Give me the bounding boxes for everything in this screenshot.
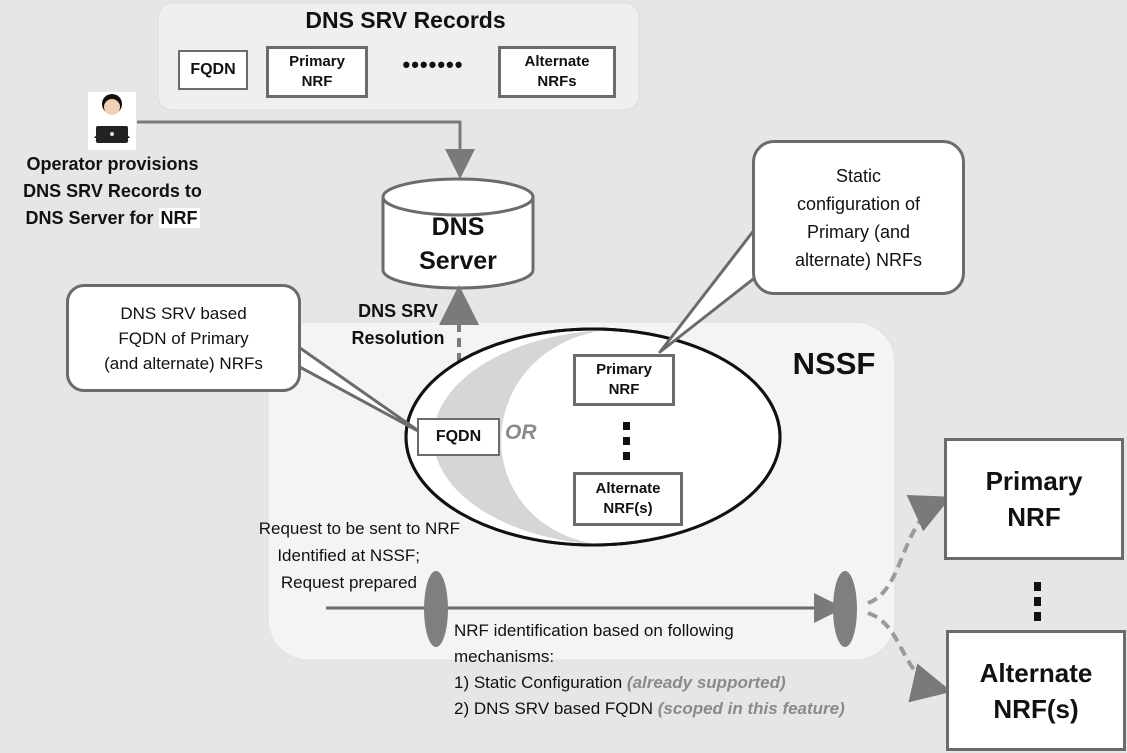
dns-server-line2: Server (419, 247, 497, 275)
dns-server-label: DNS Server (383, 210, 533, 278)
nssf-primary-nrf-box: Primary NRF (573, 354, 675, 406)
to-alternate-nrf-arrow (867, 611, 952, 703)
callout-left-line3: (and alternate) NRFs (104, 353, 263, 373)
nssf-vertical-ellipsis (623, 422, 630, 460)
dns-server-line1: DNS (431, 213, 485, 241)
nssf-alternate-line1: Alternate (595, 480, 661, 497)
record-alternate-nrfs-box: Alternate NRFs (498, 46, 616, 98)
nssf-label: NSSF (792, 346, 876, 381)
to-primary-nrf-arrow (867, 495, 952, 605)
mechanisms-item1-text: 1) Static Configuration (454, 673, 627, 692)
mechanisms-item1: 1) Static Configuration (already support… (454, 670, 934, 696)
target-primary-nrf-box: Primary NRF (944, 438, 1124, 560)
mechanisms-line2: mechanisms: (454, 647, 555, 666)
callout-right-line1: Static (835, 165, 882, 186)
callout-right-line4: alternate) NRFs (794, 249, 923, 270)
operator-icon (88, 92, 136, 150)
resolution-line1: DNS SRV (358, 301, 438, 321)
nssf-fqdn-label: FQDN (435, 428, 482, 445)
target-alternate-nrf-box: Alternate NRF(s) (946, 630, 1126, 751)
record-alternate-line1: Alternate (524, 53, 590, 70)
request-end-node (833, 571, 857, 647)
operator-line3-nrf: NRF (158, 208, 200, 228)
mechanisms-item2: 2) DNS SRV based FQDN (scoped in this fe… (454, 696, 934, 722)
request-line2: Identified at NSSF; (277, 546, 420, 565)
callout-left-line1: DNS SRV based (120, 303, 247, 323)
nrf-config-ellipse (404, 327, 782, 547)
dns-server-cylinder (381, 177, 535, 290)
target-alternate-line2: NRF(s) (993, 693, 1079, 724)
mechanisms-item2-note: (scoped in this feature) (657, 699, 845, 718)
record-primary-nrf-box: Primary NRF (266, 46, 368, 98)
target-primary-line2: NRF (1007, 502, 1061, 532)
operator-line3-prefix: DNS Server for (25, 208, 159, 228)
nssf-or-label: OR (505, 421, 537, 444)
callout-right-line2: configuration of (796, 193, 921, 214)
callout-right: Static configuration of Primary (and alt… (752, 140, 965, 295)
operator-line3: DNS Server for NRF (0, 205, 225, 232)
provision-connector (137, 120, 475, 179)
mechanisms-caption: NRF identification based on following me… (454, 618, 934, 722)
mechanisms-item2-text: 2) DNS SRV based FQDN (454, 699, 658, 718)
operator-line1: Operator provisions (26, 154, 199, 174)
record-primary-line1: Primary (289, 53, 345, 70)
dns-resolution-label: DNS SRV Resolution (338, 298, 458, 352)
request-line3: Request prepared (280, 573, 417, 592)
dns-records-title: DNS SRV Records (305, 7, 506, 33)
target-alternate-line1: Alternate (979, 657, 1093, 688)
mechanisms-item1-note: (already supported) (626, 673, 786, 692)
request-start-node (424, 571, 448, 647)
nssf-primary-line1: Primary (596, 361, 652, 378)
record-fqdn-box: FQDN (178, 50, 248, 90)
nssf-fqdn-box: FQDN (417, 418, 500, 456)
operator-line2: DNS SRV Records to (23, 181, 202, 201)
record-alternate-line2: NRFs (537, 73, 577, 90)
nssf-alternate-line2: NRF(s) (603, 500, 653, 517)
request-caption: Request to be sent to NRF Identified at … (170, 515, 460, 596)
nssf-alternate-nrf-box: Alternate NRF(s) (573, 472, 683, 526)
target-primary-line1: Primary (985, 466, 1083, 496)
record-primary-line2: NRF (301, 73, 333, 90)
callout-left-line2: FQDN of Primary (118, 328, 249, 348)
targets-vertical-ellipsis (1034, 582, 1041, 621)
operator-caption: Operator provisions DNS SRV Records to D… (0, 151, 225, 232)
nssf-primary-line2: NRF (608, 381, 640, 398)
callout-left: DNS SRV based FQDN of Primary (and alter… (66, 284, 301, 392)
mechanisms-line1: NRF identification based on following (454, 621, 734, 640)
record-fqdn-label: FQDN (190, 61, 236, 78)
resolution-line2: Resolution (351, 328, 445, 348)
record-dots: ••••••• (402, 52, 464, 77)
request-line1: Request to be sent to NRF (258, 519, 460, 538)
callout-right-line3: Primary (and (806, 221, 911, 242)
